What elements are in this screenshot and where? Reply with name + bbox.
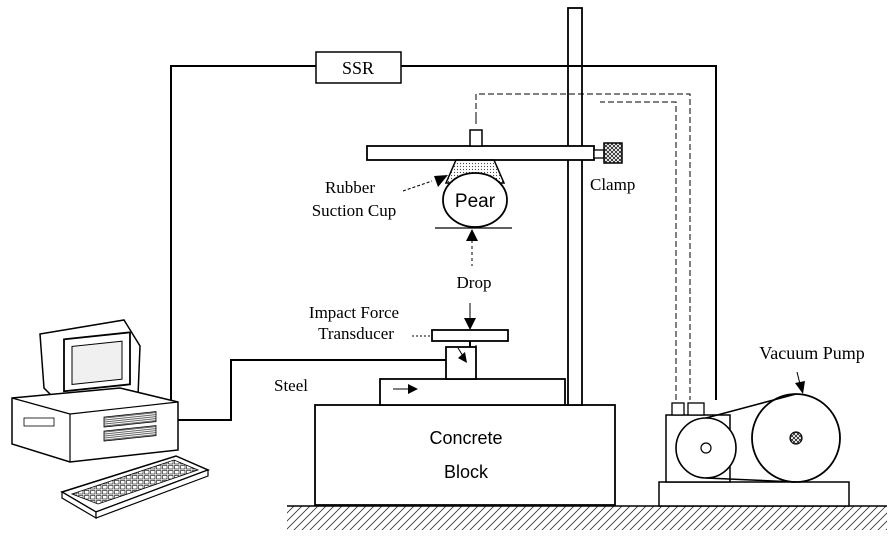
stand-pole [567, 7, 583, 406]
drop-label: Drop [457, 273, 492, 292]
rubber-label: Rubber [325, 178, 375, 197]
ssr-label: SSR [342, 58, 374, 78]
drop-indicator: Drop [457, 229, 492, 292]
wiring [170, 65, 717, 421]
impact-force-transducer: Impact Force Transducer [309, 303, 509, 380]
steel-plate: Steel [274, 376, 566, 406]
pear: Pear [435, 172, 512, 229]
clamp-label: Clamp [590, 175, 635, 194]
vacuum-tube [475, 93, 691, 400]
keyboard [60, 455, 210, 520]
impact-force-label: Impact Force [309, 303, 399, 322]
vacuum-pump-label: Vacuum Pump [759, 343, 865, 363]
pear-label: Pear [455, 191, 496, 212]
rubber-suction-cup: Rubber Suction Cup [312, 159, 506, 220]
concrete-label: Concrete [429, 428, 502, 448]
steel-label: Steel [274, 376, 308, 395]
concrete-block: Concrete Block [314, 404, 616, 506]
block-label: Block [444, 462, 489, 482]
clamp-knob: Clamp [590, 142, 635, 194]
cpu-case [11, 387, 179, 463]
ground-floor [287, 505, 887, 530]
vacuum-pump: Vacuum Pump [658, 343, 865, 507]
transducer-label: Transducer [318, 324, 394, 343]
computer [11, 319, 210, 520]
suction-cup-label: Suction Cup [312, 201, 397, 220]
ssr-relay: SSR [315, 51, 402, 84]
horizontal-arm [366, 118, 595, 161]
